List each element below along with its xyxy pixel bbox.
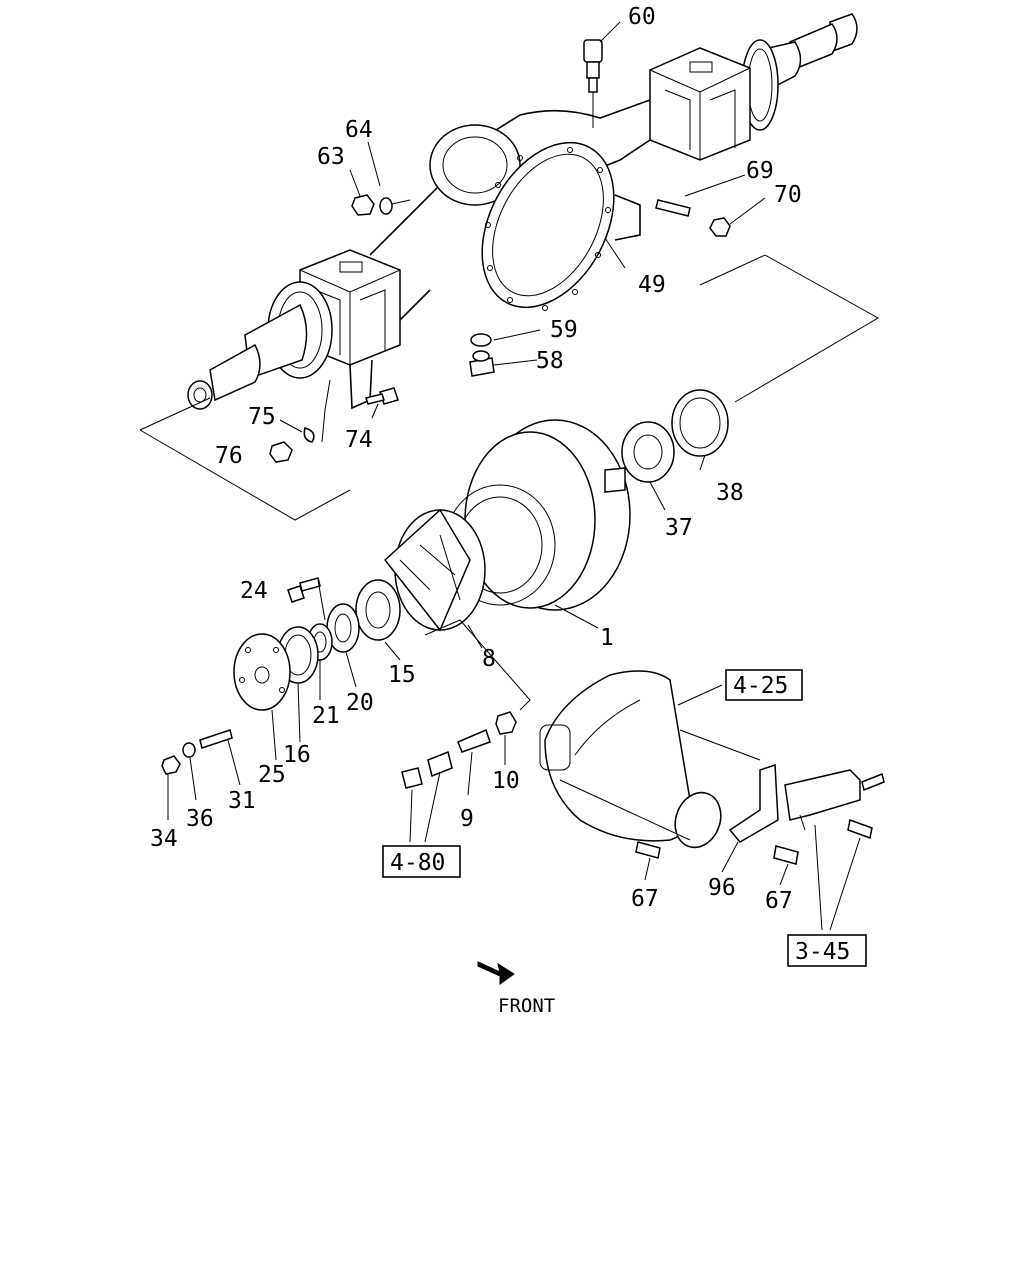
breather-tip-icon (588, 77, 598, 93)
callout-21: 21 (312, 703, 340, 729)
callout-96: 96 (708, 875, 736, 901)
callout-60: 60 (628, 4, 656, 30)
callout-64: 64 (345, 117, 373, 143)
callout-10: 10 (492, 768, 520, 794)
callout-31: 31 (228, 788, 256, 814)
washer-36-icon (182, 742, 196, 758)
nut-76-icon (269, 441, 293, 463)
callout-63: 63 (317, 144, 345, 170)
front-indicator: FRONT (477, 961, 555, 1017)
washer-59-icon (470, 333, 492, 347)
callout-70: 70 (774, 182, 802, 208)
breather-stem-icon (586, 61, 600, 79)
callout-24: 24 (240, 578, 268, 604)
callout-9: 9 (460, 806, 474, 832)
bearing-37-icon (621, 421, 675, 483)
axle-housing (187, 13, 858, 410)
callout-34: 34 (150, 826, 178, 852)
callout-1: 1 (600, 625, 614, 651)
bolt-24-icon (287, 585, 305, 603)
bearing-15-icon (355, 579, 401, 641)
ref-box-3-45[interactable]: 3-45 (787, 934, 867, 967)
flange-25-icon (233, 633, 291, 711)
front-arrow-icon (477, 961, 515, 985)
ref-label-4-25: 4-25 (733, 673, 788, 699)
bolt-67-left-icon (635, 841, 661, 859)
bolt-67-right-icon (773, 845, 799, 865)
hub-nut-10-icon (495, 711, 517, 735)
callout-8: 8 (482, 646, 496, 672)
callout-labels: 60 64 63 69 70 49 59 58 75 74 76 38 37 2… (150, 4, 802, 914)
upper-fasteners (269, 39, 731, 463)
nut-34-icon (161, 755, 181, 775)
callout-15: 15 (388, 662, 416, 688)
callout-49: 49 (638, 272, 666, 298)
callout-76: 76 (215, 443, 243, 469)
hub-bolt-9-icon (457, 728, 491, 753)
callout-69: 69 (746, 158, 774, 184)
callout-67-right: 67 (765, 888, 793, 914)
washer-64-icon (379, 197, 393, 215)
nut-70-icon (709, 217, 731, 237)
callout-20: 20 (346, 690, 374, 716)
clip-75-icon (303, 426, 315, 443)
callout-37: 37 (665, 515, 693, 541)
ref-box-4-80[interactable]: 4-80 (382, 845, 461, 878)
callout-25: 25 (258, 762, 286, 788)
callout-59: 59 (550, 317, 578, 343)
oil-seal-38-icon (671, 389, 729, 457)
nut-63-icon (351, 194, 375, 216)
callout-74: 74 (345, 427, 373, 453)
callout-58: 58 (536, 348, 564, 374)
callout-67-left: 67 (631, 886, 659, 912)
stud-31-icon (199, 729, 233, 749)
callout-75: 75 (248, 404, 276, 430)
reference-boxes: 4-25 4-80 3-45 (382, 669, 867, 967)
ref-label-4-80: 4-80 (390, 850, 445, 876)
callout-36: 36 (186, 806, 214, 832)
ref-label-3-45: 3-45 (795, 939, 850, 965)
leader-lines (139, 21, 880, 931)
backing-plate (539, 670, 885, 865)
hub-group (161, 389, 729, 789)
stud-69-icon (655, 199, 691, 217)
callout-38: 38 (716, 480, 744, 506)
bracket-96-icon (728, 763, 779, 843)
front-label: FRONT (498, 995, 555, 1017)
breather-plug-icon (583, 39, 603, 63)
ref-box-4-25[interactable]: 4-25 (725, 669, 803, 701)
callout-16: 16 (283, 742, 311, 768)
